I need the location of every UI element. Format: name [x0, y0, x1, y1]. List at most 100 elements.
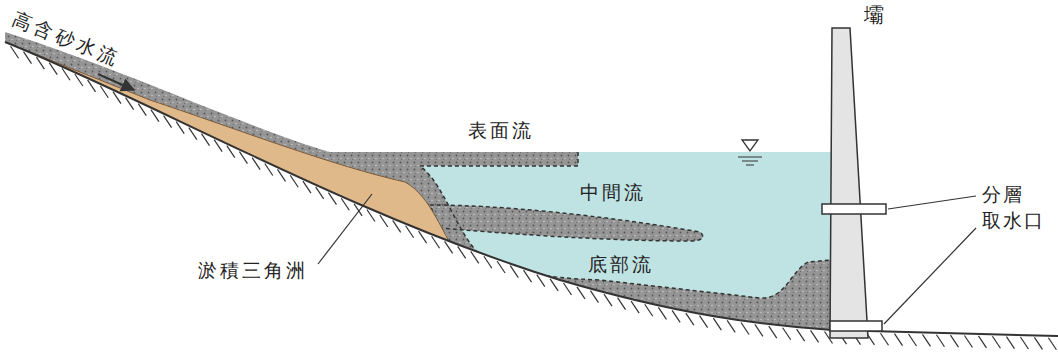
hatch-stroke — [880, 333, 888, 345]
hatch-stroke — [713, 318, 721, 330]
hatch-stroke — [24, 52, 32, 64]
label-text: 淤積三角洲 — [198, 259, 308, 281]
hatch-stroke — [393, 220, 401, 232]
hatch-stroke — [290, 175, 298, 187]
hatch-stroke — [62, 68, 70, 80]
hatch-stroke — [894, 334, 902, 346]
hatch-stroke — [328, 193, 336, 205]
hatch-stroke — [797, 329, 805, 341]
hatch-stroke — [618, 298, 626, 310]
hatch-stroke — [471, 251, 479, 263]
hatch-stroke — [964, 336, 972, 348]
leader-line — [318, 194, 372, 264]
bottom-intake-pipe — [830, 321, 882, 331]
hatch-stroke — [252, 158, 260, 170]
hatch-stroke — [700, 316, 708, 328]
hatch-stroke — [458, 246, 466, 258]
hatch-stroke — [645, 304, 653, 316]
hatch-stroke — [138, 104, 146, 116]
delta-label: 淤積三角洲 — [196, 258, 310, 284]
ground-line — [5, 42, 1058, 336]
dam-label: 壩 — [864, 2, 884, 29]
hatch-stroke — [1034, 337, 1042, 349]
hatch-stroke — [769, 326, 777, 338]
hatch-stroke — [658, 307, 666, 319]
label-text: 高含砂水流 — [9, 7, 124, 70]
hatch-stroke — [189, 128, 197, 140]
hatch-stroke — [727, 320, 735, 332]
hatch-stroke — [88, 80, 96, 92]
label-text: 中間流 — [580, 181, 646, 203]
hatch-stroke — [265, 163, 273, 175]
flow-arrow — [98, 74, 134, 90]
hatch-stroke — [484, 256, 492, 268]
hatch-stroke — [672, 310, 680, 322]
hatch-stroke — [164, 116, 172, 128]
surface-flow-label: 表面流 — [468, 118, 534, 144]
intermediate-flow — [430, 205, 703, 241]
hatch-stroke — [550, 279, 558, 291]
hatch-stroke — [419, 231, 427, 243]
hatch-stroke — [631, 301, 639, 313]
hatch-stroke — [978, 336, 986, 348]
label-text: 底部流 — [588, 253, 654, 275]
water-level-symbol — [738, 157, 762, 165]
hatch-stroke — [11, 46, 19, 58]
ground-hatching — [11, 46, 1057, 350]
hatch-stroke — [1020, 337, 1028, 349]
dam — [830, 28, 868, 338]
hatch-stroke — [445, 241, 453, 253]
hatch-stroke — [380, 215, 388, 227]
inflow-label: 高含砂水流 — [8, 6, 124, 73]
hatch-stroke — [126, 98, 134, 110]
hatch-stroke — [432, 236, 440, 248]
hatch-stroke — [227, 146, 235, 158]
hatch-stroke — [908, 334, 916, 346]
hatch-stroke — [75, 74, 83, 86]
hatch-stroke — [686, 313, 694, 325]
hatch-stroke — [783, 328, 791, 340]
hatch-stroke — [341, 198, 349, 210]
hatch-stroke — [590, 291, 598, 303]
hatch-stroke — [406, 226, 414, 238]
hatch-stroke — [950, 335, 958, 347]
hatch-stroke — [277, 169, 285, 181]
label-text: 分層 取水口 — [982, 183, 1045, 231]
hatch-stroke — [1006, 337, 1014, 349]
intake-label: 分層 取水口 — [982, 182, 1048, 233]
hatch-stroke — [49, 63, 57, 75]
hatch-stroke — [537, 275, 545, 287]
leader-line — [888, 196, 976, 209]
hatch-stroke — [100, 86, 108, 98]
leader-line — [884, 228, 976, 324]
hatch-stroke — [36, 57, 44, 69]
bottom-flow-label: 底部流 — [588, 252, 654, 278]
hatch-stroke — [755, 324, 763, 336]
bedrock — [0, 42, 1058, 360]
hatch-stroke — [151, 110, 159, 122]
intermediate-flow-label: 中間流 — [580, 180, 646, 206]
hatch-stroke — [577, 287, 585, 299]
hatch-stroke — [922, 334, 930, 346]
hatch-stroke — [367, 209, 375, 221]
hatch-stroke — [604, 294, 612, 306]
hatch-stroke — [524, 270, 532, 282]
hatch-stroke — [741, 323, 749, 335]
label-text: 表面流 — [468, 119, 534, 141]
hatch-stroke — [354, 204, 362, 216]
hatch-stroke — [510, 266, 518, 278]
hatch-stroke — [316, 187, 324, 199]
hatch-stroke — [113, 92, 121, 104]
hatch-stroke — [992, 336, 1000, 348]
label-text: 壩 — [864, 3, 884, 27]
hatch-stroke — [564, 283, 572, 295]
upper-intake-pipe — [822, 204, 886, 214]
hatch-stroke — [201, 134, 209, 146]
hatch-stroke — [1048, 338, 1056, 350]
hatch-stroke — [176, 122, 184, 134]
hatch-stroke — [497, 261, 505, 273]
hatch-stroke — [214, 140, 222, 152]
water-level-symbol — [742, 140, 758, 151]
